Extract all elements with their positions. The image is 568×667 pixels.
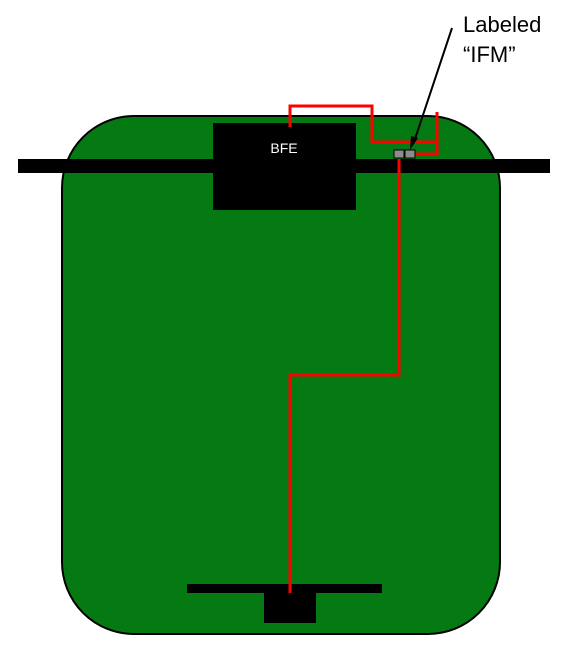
connector-to-right-wire (410, 142, 439, 156)
bottom-bar (187, 584, 382, 593)
down-wire (288, 159, 401, 593)
callout-arrow-line (413, 27, 453, 143)
top-loop-wire (288, 104, 439, 144)
green-board (61, 115, 501, 635)
bottom-block (264, 590, 316, 623)
ifm-connector-right (404, 149, 416, 159)
callout-text-line1: Labeled (463, 12, 541, 37)
ifm-connector-left (393, 149, 405, 159)
callout-text-line2: “IFM” (463, 42, 516, 67)
callout-arrow-head (410, 136, 418, 150)
bfe-block (213, 123, 356, 210)
bfe-label: BFE (270, 140, 297, 156)
